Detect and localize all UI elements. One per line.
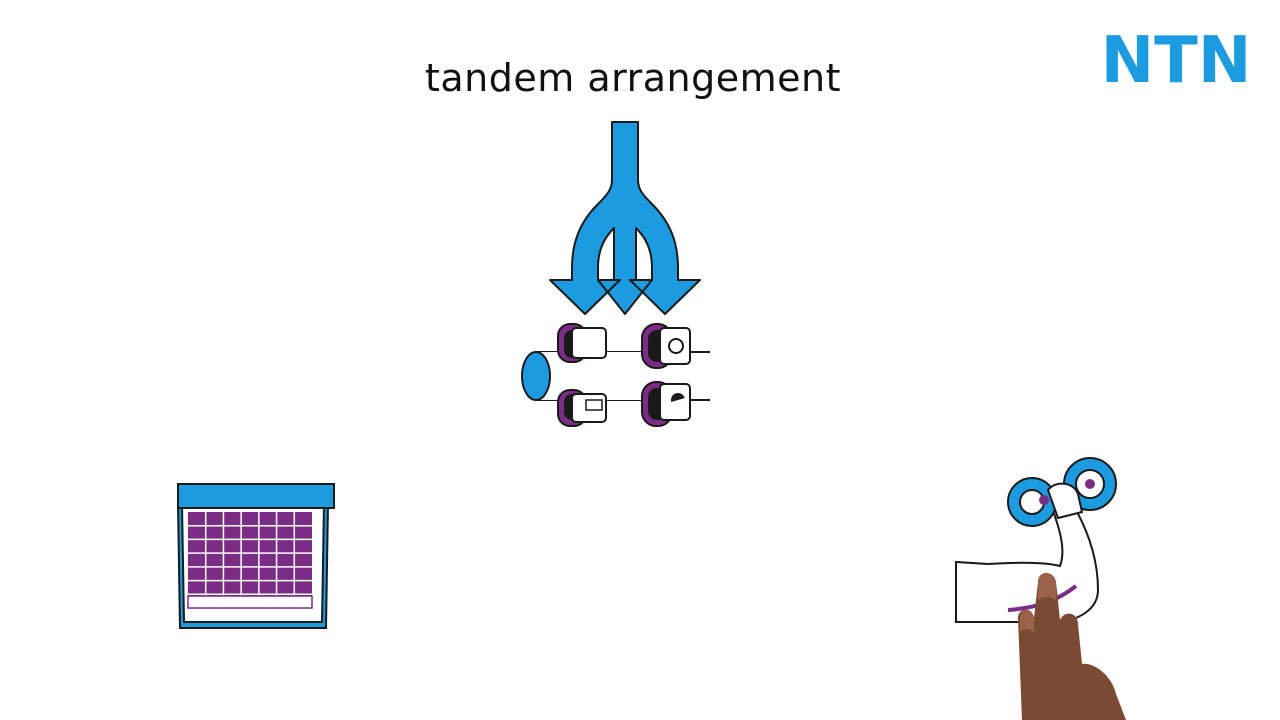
triple-arrow-icon: [549, 121, 701, 315]
hand-icon: [1018, 573, 1126, 720]
ntn-logo: NTN: [1101, 28, 1252, 88]
right-bearing: [641, 323, 691, 427]
page-title: tandem arrangement: [425, 56, 841, 100]
calendar-grid: [188, 512, 312, 608]
dumbbell-arm-icon: [955, 457, 1126, 720]
bearing-shaft-icon: [521, 323, 710, 427]
left-bearing: [557, 323, 607, 427]
logo-text: NTN: [1101, 28, 1252, 88]
calendar-icon: [176, 483, 335, 629]
